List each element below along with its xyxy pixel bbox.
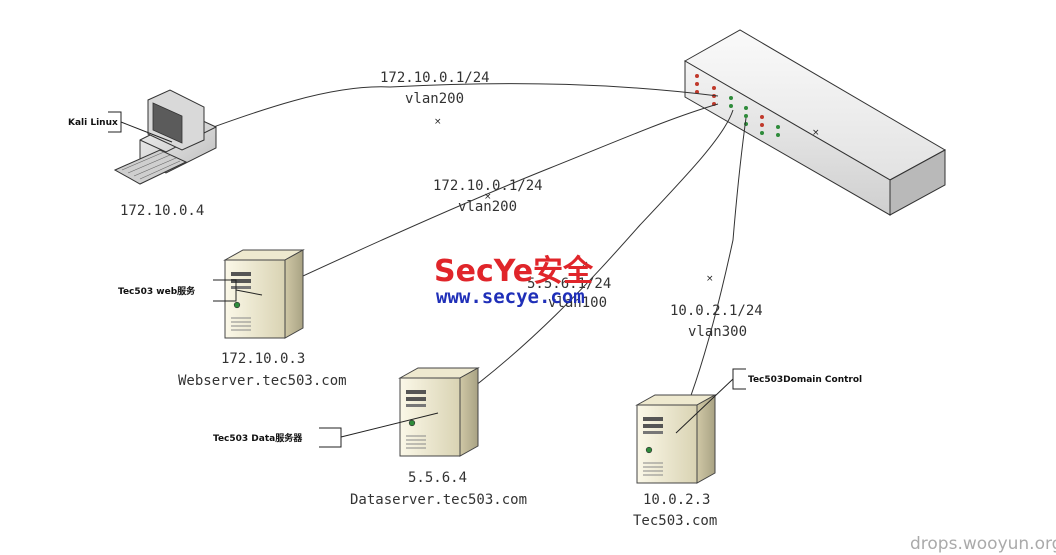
source-credit: drops.wooyun.org xyxy=(910,534,1056,554)
kali-tag: Kali Linux xyxy=(68,118,118,128)
link-kali xyxy=(171,83,719,143)
kali-tag-callout xyxy=(108,111,173,143)
web-host: Webserver.tec503.com xyxy=(178,373,347,389)
kali-link-subnet: 172.10.0.1/24 xyxy=(380,70,490,86)
web-link-vlan: vlan200 xyxy=(458,199,517,215)
watermark-brand: SecYe安全 xyxy=(434,254,594,289)
web-link-subnet: 172.10.0.1/24 xyxy=(433,178,543,194)
svg-text:×: × xyxy=(434,117,442,127)
dc-link-vlan: vlan300 xyxy=(688,324,747,340)
data-tag-callout xyxy=(319,412,439,448)
secye-watermark: SecYe安全 www.secye.com xyxy=(434,254,594,308)
data-server-tower xyxy=(399,367,479,457)
svg-text:×: × xyxy=(812,128,820,138)
kali-link-vlan: vlan200 xyxy=(405,91,464,107)
kali-ip: 172.10.0.4 xyxy=(120,203,204,219)
web-tag: Tec503 web服务 xyxy=(118,285,196,297)
data-link-subnet: 5.5.6.1/24 xyxy=(527,276,611,292)
data-host: Dataserver.tec503.com xyxy=(350,492,527,508)
dc-ip: 10.0.2.3 xyxy=(643,492,710,508)
link-data xyxy=(437,109,734,414)
connection-lines xyxy=(171,83,747,434)
watermark-url: www.secye.com xyxy=(436,286,585,308)
kali-linux-pc xyxy=(113,89,217,185)
svg-text:×: × xyxy=(706,274,714,284)
data-tag: Tec503 Data服务器 xyxy=(213,432,303,444)
svg-text:×: × xyxy=(581,260,589,270)
port-leds xyxy=(695,74,780,137)
dc-tag-callout xyxy=(675,368,746,434)
connection-markers: × × × × × xyxy=(434,117,820,284)
link-dc xyxy=(675,117,747,434)
dc-link-subnet: 10.0.2.1/24 xyxy=(670,303,763,319)
domain-controller-tower xyxy=(636,394,716,484)
dc-tag: Tec503Domain Control xyxy=(748,375,862,385)
dc-host: Tec503.com xyxy=(633,513,717,529)
web-ip: 172.10.0.3 xyxy=(221,351,305,367)
web-server-tower xyxy=(224,249,304,339)
network-switch xyxy=(683,29,947,216)
data-link-vlan: vlan100 xyxy=(548,295,607,311)
data-ip: 5.5.6.4 xyxy=(408,470,467,486)
web-tag-callout xyxy=(213,279,263,302)
svg-text:×: × xyxy=(484,192,492,202)
link-web xyxy=(261,103,719,296)
